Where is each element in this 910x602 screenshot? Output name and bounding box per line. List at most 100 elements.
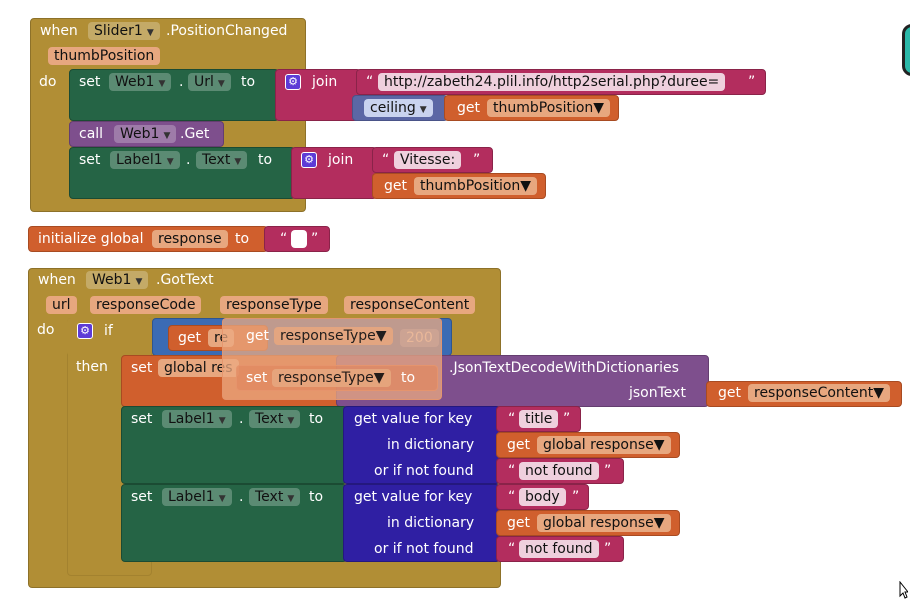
triangle-down-icon: ▼ [234,157,242,167]
triangle-down-icon: ▼ [217,79,225,89]
param-response-code[interactable]: responseCode [90,296,202,314]
triangle-down-icon: ▼ [158,79,166,89]
quote-open: “ [508,463,516,479]
ceiling-dropdown[interactable]: ceiling▼ [364,99,433,117]
quote-open: “ [508,489,516,505]
ghost-get-keyword: get [246,328,269,344]
quote-close: ” [748,74,756,90]
when-keyword: when [38,272,76,288]
get-keyword: get [178,330,201,346]
text-property-dropdown[interactable]: Text▼ [249,488,301,506]
quote-close: ” [572,489,580,505]
triangle-down-icon: ▼ [166,157,174,167]
json-decode-method: .JsonTextDecodeWithDictionaries [449,360,679,376]
initialize-global-block[interactable] [28,226,268,252]
ghost-response-type-dropdown: responseType▼ [274,327,393,345]
to-keyword: to [235,231,250,247]
quote-open: “ [280,231,288,247]
text-property-dropdown[interactable]: Text▼ [249,410,301,428]
param-thumb-position[interactable]: thumbPosition [48,47,161,65]
label1-component-dropdown[interactable]: Label1▼ [162,488,232,506]
or-if-not-found-label: or if not found [374,541,474,557]
web1-component-dropdown[interactable]: Web1▼ [109,73,172,91]
or-if-not-found-label: or if not found [374,463,474,479]
quote-open: “ [508,541,516,557]
do-keyword: do [39,74,57,90]
do-keyword: do [37,322,55,338]
json-text-label: jsonText [629,385,686,401]
call-keyword: call [79,126,104,142]
when-keyword: when [40,23,78,39]
join-keyword: join [312,74,338,90]
triangle-down-icon: ▼ [218,416,226,426]
web1-component-dropdown[interactable]: Web1▼ [114,125,177,143]
call-web-get-block[interactable] [69,121,224,147]
triangle-down-icon: ▼ [135,277,143,287]
label1-component-dropdown[interactable]: Label1▼ [110,151,180,169]
global-response-dropdown[interactable]: global response▼ [537,436,671,454]
empty-string-value[interactable] [291,230,307,248]
slider-component-dropdown[interactable]: Slider1▼ [88,22,160,40]
triangle-down-icon: ▼ [287,494,295,504]
triangle-down-icon: ▼ [419,105,427,115]
not-found-value[interactable]: not found [519,540,599,558]
dot-separator: . [239,489,244,505]
get-keyword: get [507,515,530,531]
global-response-dropdown[interactable]: global res [158,359,239,377]
in-dictionary-label: in dictionary [387,515,475,531]
to-keyword: to [258,152,273,168]
ghost-set-keyword: set [246,370,268,386]
ghost-to-keyword: to [401,370,416,386]
body-key-value[interactable]: body [519,488,566,506]
triangle-down-icon: ▼ [375,328,387,344]
trash-edge-icon[interactable] [902,24,910,76]
to-keyword: to [309,411,324,427]
title-key-value[interactable]: title [519,410,559,428]
url-property-dropdown[interactable]: Url▼ [188,73,231,91]
global-name-field[interactable]: response [152,230,228,248]
param-response-type[interactable]: responseType [220,296,328,314]
set-keyword: set [131,411,153,427]
get-value-for-key-label: get value for key [354,411,473,427]
not-found-value[interactable]: not found [519,462,599,480]
quote-close: ” [473,152,481,168]
set-label-title-block[interactable] [121,406,347,484]
set-keyword: set [131,489,153,505]
set-keyword: set [79,152,101,168]
response-content-dropdown[interactable]: responseContent▼ [748,384,891,402]
to-keyword: to [309,489,324,505]
event-name: .PositionChanged [166,23,288,39]
triangle-down-icon: ▼ [593,100,605,116]
web1-component-dropdown[interactable]: Web1▼ [86,271,149,289]
param-url[interactable]: url [46,296,77,314]
set-label-text-block[interactable] [69,147,295,199]
quote-close: ” [604,541,612,557]
set-web-url-block[interactable] [69,69,279,121]
triangle-down-icon: ▼ [653,515,665,531]
get-keyword: get [457,100,480,116]
label1-component-dropdown[interactable]: Label1▼ [162,410,232,428]
vitesse-string-value[interactable]: Vitesse: [394,151,462,169]
ghost-set-var-dropdown: responseType▼ [272,369,391,387]
triangle-down-icon: ▼ [287,416,295,426]
thumb-position-dropdown[interactable]: thumbPosition▼ [487,99,611,117]
set-label-body-block[interactable] [121,484,347,562]
get-keyword: get [507,437,530,453]
get-value-for-key-block[interactable] [343,406,500,484]
param-response-content[interactable]: responseContent [344,296,476,314]
url-string-value[interactable]: http://zabeth24.plil.info/http2serial.ph… [378,73,726,91]
initialize-global-label: initialize global [38,231,144,247]
dot-separator: . [179,74,184,90]
quote-close: ” [563,411,571,427]
gear-icon[interactable]: ⚙ [77,323,93,339]
triangle-down-icon: ▼ [146,28,154,38]
quote-open: “ [508,411,516,427]
to-keyword: to [241,74,256,90]
text-property-dropdown[interactable]: Text▼ [196,151,248,169]
gear-icon[interactable]: ⚙ [285,74,301,90]
global-response-dropdown[interactable]: global response▼ [537,514,671,532]
gear-icon[interactable]: ⚙ [301,152,317,168]
triangle-down-icon: ▼ [373,370,385,386]
triangle-down-icon: ▼ [218,494,226,504]
thumb-position-dropdown[interactable]: thumbPosition▼ [414,177,538,195]
